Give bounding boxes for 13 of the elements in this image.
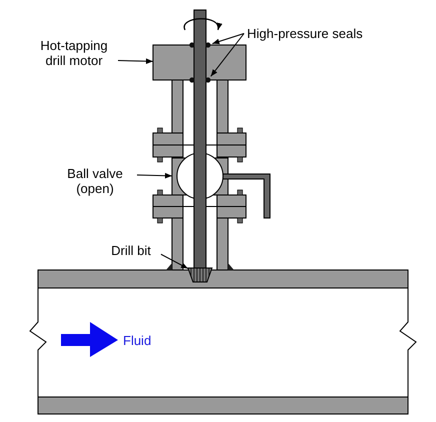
leader-arrow	[136, 172, 172, 178]
seal	[205, 77, 211, 83]
leader-arrow	[118, 58, 154, 64]
leader-arrow	[160, 254, 188, 270]
drill-bit	[187, 268, 213, 282]
flow-label: Fluid	[123, 333, 152, 348]
leader-arrow	[210, 33, 244, 77]
leader-arrow	[212, 33, 244, 44]
seal	[205, 42, 211, 48]
callout-label: Hot-tapping drill motor	[33, 38, 115, 68]
callout-label: High-pressure seals	[247, 26, 379, 41]
callout-label: Drill bit	[104, 243, 158, 258]
callout-label: Ball valve (open)	[56, 166, 134, 196]
